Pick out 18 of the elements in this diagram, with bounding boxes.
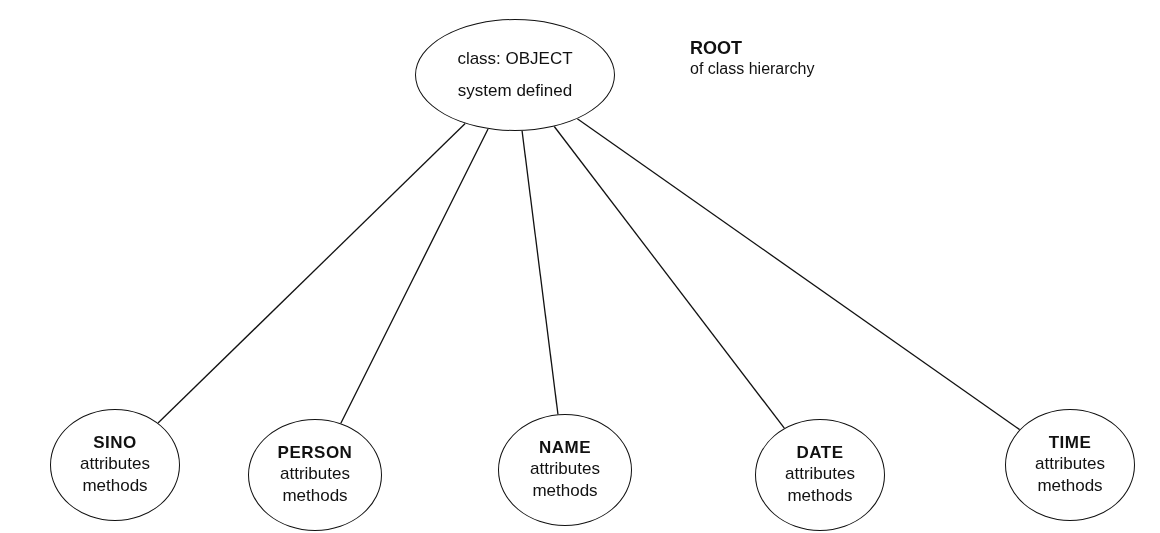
- connector-line: [157, 122, 466, 424]
- member-list: attributes methods: [1030, 453, 1110, 497]
- class-name: class: OBJECT: [457, 49, 573, 69]
- class-name: TIME: [1048, 433, 1092, 453]
- class-name: DATE: [796, 443, 844, 463]
- class-name: PERSON: [277, 443, 353, 463]
- connector-line: [521, 130, 559, 415]
- member-list: attributes methods: [780, 463, 860, 507]
- member-list: attributes methods: [75, 453, 155, 497]
- member-list: attributes methods: [525, 458, 605, 502]
- class-name: SINO: [93, 433, 137, 453]
- class-note: system defined: [457, 81, 573, 101]
- member-list: attributes methods: [275, 463, 355, 507]
- class-name: NAME: [538, 438, 592, 458]
- connector-line: [576, 118, 1021, 431]
- root-label: ROOT: [690, 38, 742, 59]
- connector-line: [553, 125, 785, 429]
- root-description: of class hierarchy: [690, 60, 815, 78]
